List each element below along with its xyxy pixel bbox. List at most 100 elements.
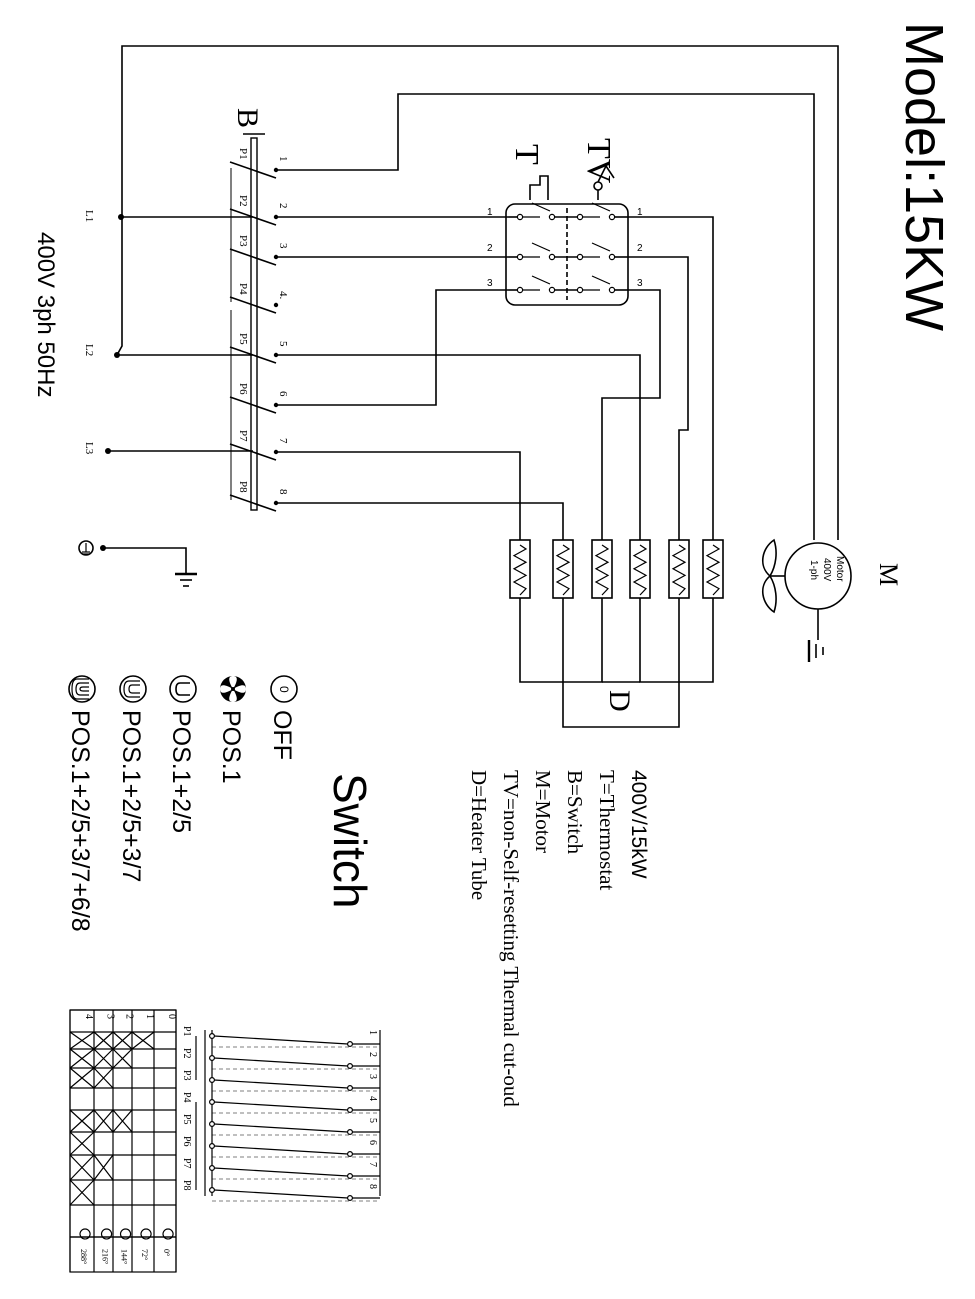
switch-contact xyxy=(229,443,277,461)
thermostat-terminal xyxy=(608,286,616,294)
thermostat-contacts xyxy=(508,202,628,294)
table-mark xyxy=(69,1031,95,1050)
thermostat-terminal xyxy=(548,213,556,221)
table-angle-icon xyxy=(140,1228,152,1240)
schematic-terminal-label: 5 xyxy=(367,1118,378,1123)
supply-label: 400V 3ph 50Hz xyxy=(32,232,59,397)
thermostat-blade xyxy=(531,275,551,285)
table-mark xyxy=(93,1031,114,1050)
switch-pole-label: P2 xyxy=(237,195,249,207)
ground-symbol-earth xyxy=(103,547,197,587)
schematic-contact xyxy=(209,1186,216,1193)
schematic-pole-label: P2 xyxy=(181,1048,192,1059)
table-mark xyxy=(69,1048,95,1069)
schematic-terminal-label: 7 xyxy=(367,1162,378,1167)
legend-item-motor: M=Motor xyxy=(531,770,555,853)
thermostat-symbol-icon xyxy=(529,175,549,200)
table-mark xyxy=(69,1067,95,1089)
legend-title: 400V/15kW xyxy=(627,770,650,879)
switch-terminal-label: 5 xyxy=(277,341,289,347)
legend-item-thermostat: T=Thermostat xyxy=(595,770,619,890)
table-mark xyxy=(93,1067,114,1089)
table-row-label: 2 xyxy=(124,1014,135,1019)
cutout-symbol-icon xyxy=(593,164,615,200)
switch-pole-label: P6 xyxy=(237,383,249,395)
heater-coil xyxy=(671,544,687,596)
table-mark xyxy=(112,1031,133,1050)
fan-icon xyxy=(220,676,246,702)
table-mark xyxy=(112,1109,133,1133)
cutout-letter: TV xyxy=(580,138,617,184)
legend-item-heater: D=Heater Tube xyxy=(467,770,491,900)
thermostat-terminal xyxy=(548,286,556,294)
switch-pos-off: OFF xyxy=(268,710,296,760)
thermostat-blade xyxy=(531,242,551,252)
heater-element xyxy=(509,539,531,599)
schematic-pole-label: P6 xyxy=(181,1136,192,1147)
switch-pole-label: P1 xyxy=(237,148,249,160)
thermostat-letter: T xyxy=(508,144,545,165)
switch-contact xyxy=(229,396,277,414)
schematic-pole-label: P1 xyxy=(181,1026,192,1037)
thermo-left-1: 1 xyxy=(487,207,493,218)
legend-item-cutout: TV=non-Self-resetting Thermal cut-oud xyxy=(499,770,523,1107)
legend-item-switch: B=Switch xyxy=(563,770,587,855)
table-angle-label: 144° xyxy=(120,1249,129,1264)
switch-contact xyxy=(229,494,277,512)
table-angle-label: 216° xyxy=(101,1249,110,1264)
thermostat-terminal xyxy=(608,253,616,261)
schematic-contact xyxy=(347,1106,354,1113)
schematic-blade xyxy=(213,1035,349,1045)
motor-label-1: Motor xyxy=(834,556,845,582)
thermostat-terminal xyxy=(576,286,584,294)
heater-element xyxy=(702,539,724,599)
schematic-contact xyxy=(209,1076,216,1083)
thermostat-blade xyxy=(591,202,611,212)
motor-label-3: 1-ph xyxy=(808,560,819,580)
schematic-blade xyxy=(213,1167,349,1177)
table-angle-icon xyxy=(100,1228,113,1240)
off-symbol: 0 xyxy=(277,686,291,693)
switch-letter: B xyxy=(231,108,264,128)
schematic-blade xyxy=(213,1057,349,1067)
table-mark xyxy=(93,1109,114,1133)
schematic-terminal-label: 3 xyxy=(367,1074,378,1079)
motor-letter: M xyxy=(874,563,903,586)
switch-pole-label: P4 xyxy=(237,283,249,295)
heater-coil xyxy=(705,544,721,596)
heater-element xyxy=(552,539,574,599)
thermostat-blade xyxy=(531,202,551,212)
switch-terminal-label: 1 xyxy=(277,156,289,162)
heater-3-icon xyxy=(68,675,96,703)
heater-element xyxy=(629,539,651,599)
schematic-terminal-label: 6 xyxy=(367,1140,378,1145)
schematic-pole-label: P4 xyxy=(181,1092,192,1103)
heater-coil xyxy=(555,544,571,596)
table-mark xyxy=(69,1109,95,1133)
table-row-label: 4 xyxy=(83,1014,94,1019)
heater-coil xyxy=(632,544,648,596)
schematic-blade xyxy=(213,1101,349,1111)
thermostat-terminal xyxy=(576,213,584,221)
motor-label-2: 400V xyxy=(821,558,832,582)
switch-pos-2: POS.1+2/5 xyxy=(167,710,195,833)
thermostat-blade xyxy=(591,242,611,252)
thermo-right-3: 3 xyxy=(637,278,643,289)
schematic-pole-label: P8 xyxy=(181,1180,192,1191)
table-angle-icon xyxy=(162,1228,174,1240)
schematic-contact xyxy=(209,1054,216,1061)
schematic-terminal-label: 1 xyxy=(367,1030,378,1035)
heater-2-icon xyxy=(119,675,147,703)
switch-pos-4: POS.1+2/5+3/7+6/8 xyxy=(66,710,94,932)
switch-title: Switch xyxy=(324,773,376,908)
table-row-label: 0 xyxy=(166,1014,177,1019)
table-row-label: 3 xyxy=(105,1014,116,1019)
schematic-pole-label: P3 xyxy=(181,1070,192,1081)
heater-1-icon xyxy=(169,675,197,703)
schematic-terminal-label: 8 xyxy=(367,1184,378,1189)
table-angle-label: 72° xyxy=(140,1249,149,1260)
